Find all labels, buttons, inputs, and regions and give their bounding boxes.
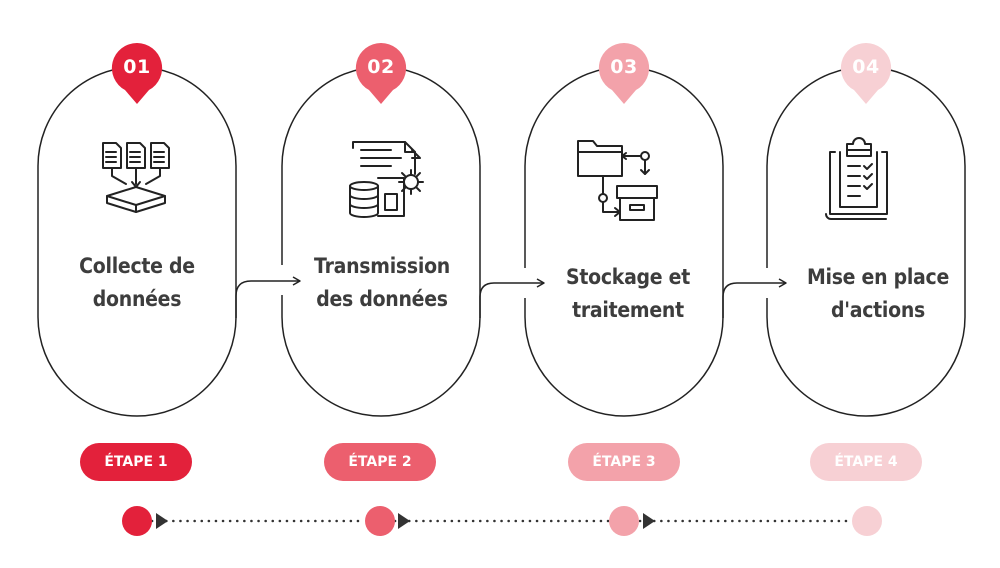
clipboard-checklist-icon (825, 137, 888, 220)
arrow-1-2 (235, 276, 301, 318)
connector-arrows (235, 265, 794, 318)
step-4-title-line-1: Mise en place (806, 265, 950, 289)
step-1-outline (37, 66, 237, 417)
step-1-badge: ÉTAPE 1 (80, 443, 192, 481)
step-3-number: 03 (610, 56, 638, 78)
step-3-title-line-2: traitement (572, 298, 684, 322)
step-2-title-line-2: des données (316, 287, 448, 311)
stage-outlines (37, 66, 966, 417)
documents-to-box-icon (102, 142, 170, 213)
step-1-title-line-2: données (92, 287, 182, 311)
step-4-title-line-2: d'actions (830, 298, 926, 322)
step-3-title-line-1: Stockage et (566, 265, 690, 289)
pin-marker-3 (598, 42, 650, 104)
document-database-gear-icon (349, 141, 424, 218)
timeline-dot-4 (852, 506, 882, 536)
step-2-outline (281, 66, 481, 417)
folder-to-archive-box-icon (577, 140, 658, 221)
timeline-dot-1 (122, 506, 152, 536)
step-4-badge: ÉTAPE 4 (810, 443, 922, 481)
step-4-number: 04 (852, 56, 880, 78)
step-2-title-line-1: Transmission (314, 254, 450, 278)
progress-timeline (122, 506, 882, 536)
timeline-dot-2 (365, 506, 395, 536)
arrow-2-3 (479, 278, 545, 318)
pin-marker-1 (111, 42, 163, 104)
pin-markers (111, 42, 892, 104)
step-2-number: 02 (367, 56, 395, 78)
step-1-title-line-1: Collecte de (79, 254, 195, 278)
step-2-badge: ÉTAPE 2 (324, 443, 436, 481)
step-1-number: 01 (123, 56, 151, 78)
timeline-arrowhead-1 (156, 513, 168, 529)
pin-marker-2 (355, 42, 407, 104)
step-3-outline (524, 66, 724, 417)
timeline-dot-3 (609, 506, 639, 536)
arrow-3-4 (722, 278, 787, 318)
pin-marker-4 (840, 42, 892, 104)
step-2-title: Transmission des données (292, 250, 472, 316)
timeline-arrowhead-2 (398, 513, 410, 529)
step-4-outline (766, 66, 966, 417)
step-4-title: Mise en place d'actions (788, 261, 968, 327)
step-3-title: Stockage et traitement (538, 261, 718, 327)
timeline-arrowhead-3 (643, 513, 655, 529)
step-1-title: Collecte de données (47, 250, 227, 316)
step-3-badge: ÉTAPE 3 (568, 443, 680, 481)
